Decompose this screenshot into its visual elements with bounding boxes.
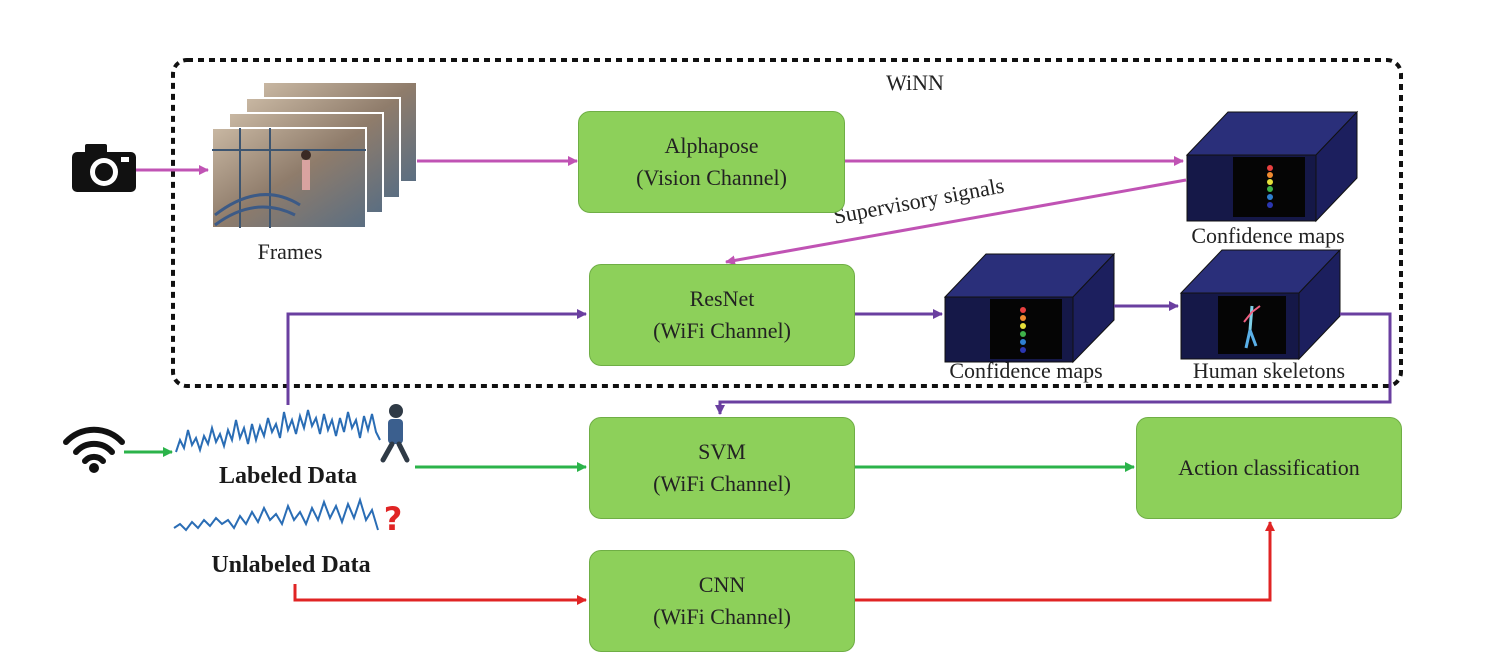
labeled-signal-waveform — [175, 409, 381, 454]
arrow-supervisory-signals — [725, 178, 1187, 266]
arrow-skeletons-to-svm — [715, 312, 1392, 415]
human-skeletons-cube — [1179, 248, 1342, 361]
walking-person-icon — [380, 404, 410, 463]
resnet-title: ResNet — [689, 286, 755, 311]
confidence-maps-cube-top — [1185, 110, 1359, 223]
alphapose-box: Alphapose (Vision Channel) — [578, 111, 845, 213]
human-skeletons-label: Human skeletons — [1193, 358, 1345, 383]
alphapose-title: Alphapose — [664, 133, 759, 158]
cnn-subtitle: (WiFi Channel) — [653, 604, 791, 629]
arrow-unlabeled-to-cnn — [293, 584, 587, 605]
alphapose-subtitle: (Vision Channel) — [636, 165, 787, 190]
action-classification-title: Action classification — [1178, 455, 1360, 480]
question-mark-icon: ? — [384, 500, 403, 538]
supervisory-signals-label: Supervisory signals — [831, 173, 1006, 229]
cnn-title: CNN — [698, 572, 746, 597]
wifi-icon — [63, 426, 125, 473]
unlabeled-data-label: Unlabeled Data — [211, 552, 370, 578]
confidence-maps-top-label: Confidence maps — [1191, 223, 1344, 248]
frames-label: Frames — [258, 239, 323, 264]
frames-stack — [211, 81, 418, 229]
winn-label: WiNN — [886, 70, 944, 95]
svm-subtitle: (WiFi Channel) — [653, 471, 791, 496]
arrow-signal-to-resnet — [286, 309, 587, 405]
confidence-maps-mid-label: Confidence maps — [949, 358, 1102, 383]
action-classification-box: Action classification — [1136, 417, 1402, 519]
labeled-data-label: Labeled Data — [219, 463, 357, 489]
resnet-box: ResNet (WiFi Channel) — [589, 264, 855, 366]
camera-icon — [72, 144, 136, 192]
unlabeled-signal-waveform — [173, 496, 379, 532]
cnn-box: CNN (WiFi Channel) — [589, 550, 855, 652]
resnet-subtitle: (WiFi Channel) — [653, 318, 791, 343]
svm-title: SVM — [698, 439, 746, 464]
svm-box: SVM (WiFi Channel) — [589, 417, 855, 519]
winn-group-border — [171, 58, 1403, 388]
confidence-maps-cube-mid — [943, 252, 1116, 364]
arrow-cnn-to-action — [853, 521, 1275, 602]
